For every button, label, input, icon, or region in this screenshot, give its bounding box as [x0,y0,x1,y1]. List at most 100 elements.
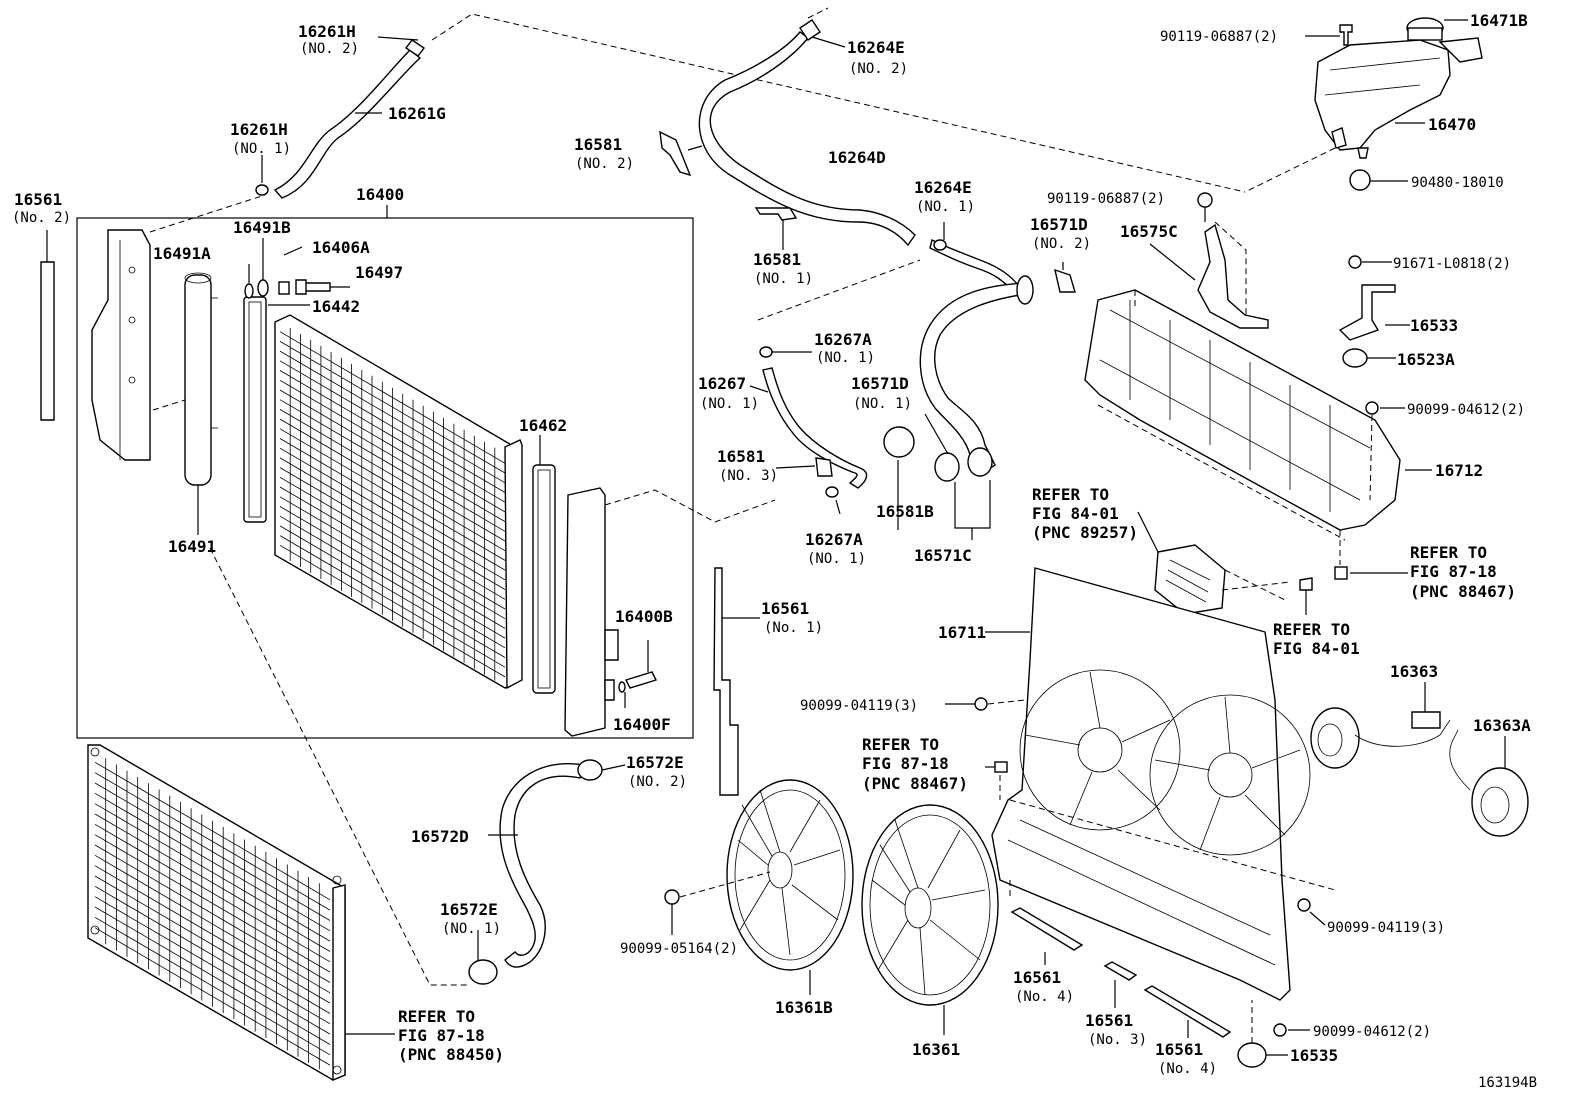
label-16561-no3: 16561 [1085,1011,1133,1030]
bracket-16575C [1197,223,1269,329]
label-90119-06887-a: 90119-06887(2) [1160,29,1278,45]
label-sub: (No. 3) [1088,1032,1147,1048]
label-16261H-no1: 16261H [230,120,288,139]
label-sub: (No. 4) [1015,989,1074,1005]
ref-label-line: (PNC 88467) [1410,582,1516,601]
label-16400: 16400 [356,185,404,204]
clip-16581-no2 [659,130,692,177]
label-16561-no4-b: 16561 [1155,1040,1203,1059]
label-16264D: 16264D [828,148,886,167]
seal-16561-no1 [713,567,739,796]
gasket-16442 [243,296,267,523]
fan-motor-16363A [1449,729,1529,837]
label-16261H-no2: 16261H [298,22,356,41]
label-sub: (NO. 3) [719,468,778,484]
radiator-assembly-box [76,217,694,739]
label-16523A: 16523A [1397,350,1455,369]
label-16561-no1: 16561 [761,599,809,618]
diagram-id: 163194B [1478,1075,1537,1091]
label-90099-04612-b: 90099-04612(2) [1313,1024,1431,1040]
label-sub: (No. 4) [1158,1061,1217,1077]
label-16711: 16711 [938,623,986,642]
label-16581-no2: 16581 [574,135,622,154]
label-16575C: 16575C [1120,222,1178,241]
label-16535: 16535 [1290,1046,1338,1065]
label-90099-04119-a: 90099-04119(3) [800,698,918,714]
ref-label-88467-right: REFER TO [1410,543,1487,562]
ref-label-line: FIG 87-18 [862,754,949,773]
label-16497: 16497 [355,263,403,282]
label-16581-no1: 16581 [753,250,801,269]
label-sub: (NO. 2) [300,41,359,57]
gasket-16462 [532,464,556,694]
hose-16261G [273,49,422,199]
hose-16264D [698,31,916,247]
label-sub: (NO. 2) [1032,236,1091,252]
label-16363A: 16363A [1473,716,1531,735]
label-90099-05164: 90099-05164(2) [620,941,738,957]
label-16572E-no1: 16572E [440,900,498,919]
label-90119-06887-b: 90119-06887(2) [1047,191,1165,207]
seal-16561-no4-a [1010,907,1084,951]
label-sub: (NO. 1) [700,396,759,412]
label-16533: 16533 [1410,316,1458,335]
label-sub: (NO. 1) [853,396,912,412]
label-16572E-no2: 16572E [626,753,684,772]
seal-16561-no4-b [1143,985,1232,1038]
radiator-left-bracket [91,229,151,461]
label-16363: 16363 [1390,662,1438,681]
label-16400F: 16400F [613,715,671,734]
label-16462: 16462 [519,416,567,435]
clip-16581-no1 [754,207,798,221]
fan-motor-16363 [1310,707,1451,769]
label-sub: (No. 2) [12,210,71,226]
label-90099-04612-a: 90099-04612(2) [1407,402,1525,418]
label-91671-L0818: 91671-L0818(2) [1393,256,1511,272]
ref-label-line: (PNC 89257) [1032,523,1138,542]
radiator-core [274,314,521,689]
label-16561-no2: 16561 [14,190,62,209]
label-16571C: 16571C [914,546,972,565]
reservoir-tank [1314,17,1483,159]
label-sub: (No. 1) [764,620,823,636]
label-16491: 16491 [168,537,216,556]
hose-16572D [499,763,586,968]
ref-label-line: FIG 87-18 [1410,562,1497,581]
label-90099-04119-b: 90099-04119(3) [1327,920,1445,936]
label-sub: (NO. 1) [807,551,866,567]
label-16470: 16470 [1428,115,1476,134]
label-sub: (NO. 1) [232,141,291,157]
ref-label-line: FIG 84-01 [1032,504,1119,523]
label-sub: (NO. 1) [754,271,813,287]
label-16267: 16267 [698,374,746,393]
label-90480-18010: 90480-18010 [1411,175,1504,191]
label-16491A: 16491A [153,244,211,263]
label-16442: 16442 [312,297,360,316]
label-16400B: 16400B [615,607,673,626]
fan-16361B [726,779,854,971]
label-16267A-a: 16267A [814,330,872,349]
label-16264E-no1: 16264E [914,178,972,197]
label-16491B: 16491B [233,218,291,237]
fan-relay [1154,544,1226,615]
label-16406A: 16406A [312,238,370,257]
label-16571D-no1: 16571D [851,374,909,393]
label-16267A-b: 16267A [805,530,863,549]
hose-16571C [919,282,1027,477]
ref-label-line: (PNC 88467) [862,774,968,793]
label-16581-no3: 16581 [717,447,765,466]
label-sub: (NO. 1) [816,350,875,366]
fan-16361 [861,804,999,1006]
label-sub: (NO. 2) [628,774,687,790]
fan-shroud-16711 [991,567,1311,1001]
label-16712: 16712 [1435,461,1483,480]
condenser [87,744,346,1082]
ref-label-line: FIG 87-18 [398,1026,485,1045]
seal-16561-no2 [40,261,55,421]
ref-label-89257: REFER TO [1032,485,1109,504]
callout-labels: 16261H (NO. 2) 16261G 16261H (NO. 1) 165… [12,11,1537,1091]
label-sub: (NO. 1) [442,921,501,937]
label-16471B: 16471B [1470,11,1528,30]
label-16361B: 16361B [775,998,833,1017]
ref-label-line: (PNC 88450) [398,1045,504,1064]
